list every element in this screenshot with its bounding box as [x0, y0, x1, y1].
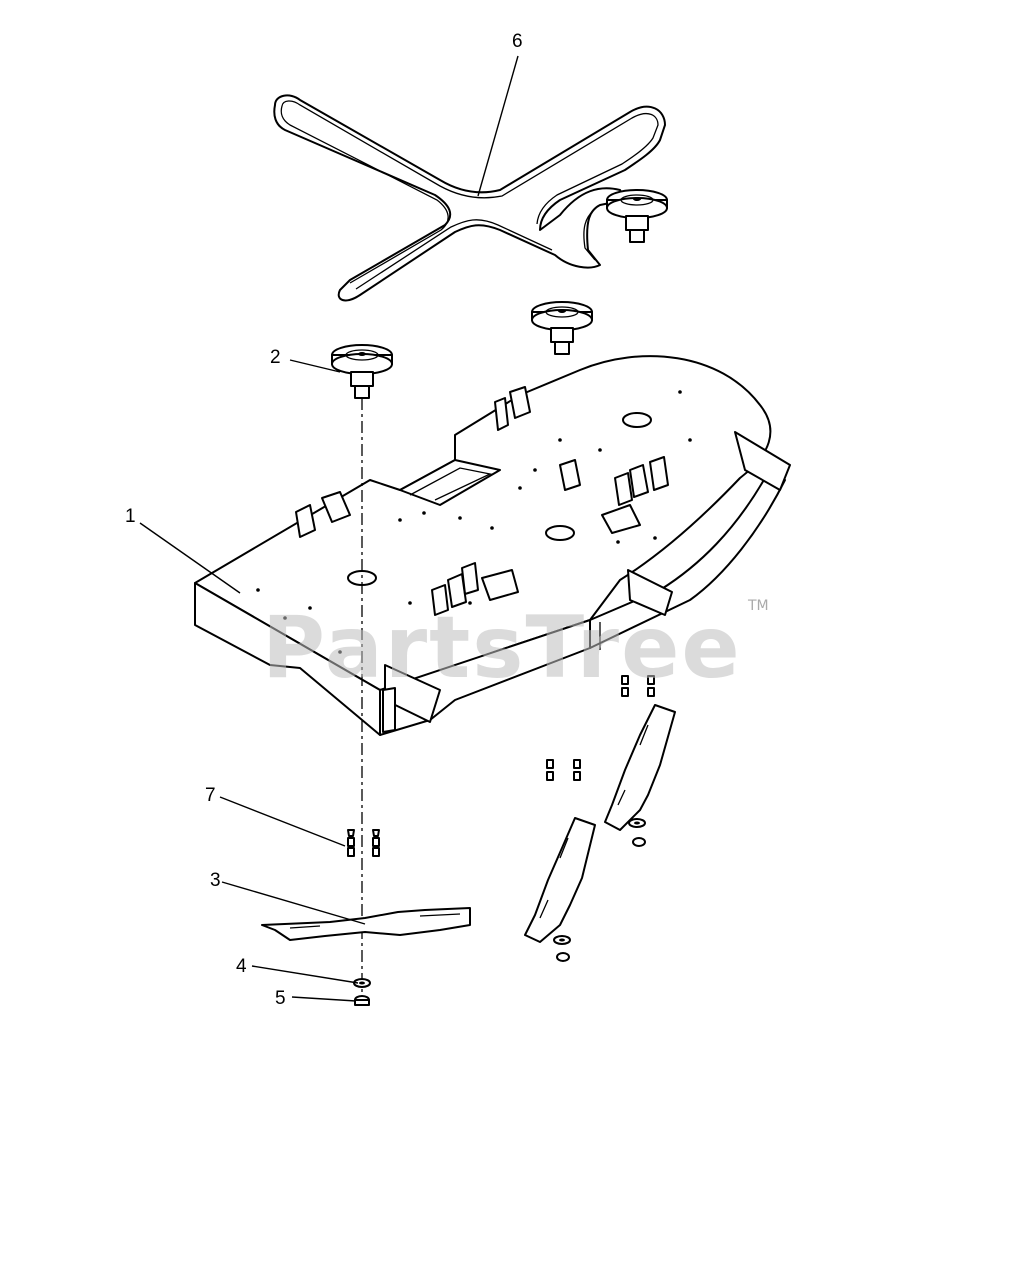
spindle-pulley-right[interactable]	[606, 189, 668, 243]
nut-left[interactable]	[354, 995, 370, 1006]
leader-5	[291, 996, 357, 1002]
leader-1	[139, 522, 241, 594]
blade-right-upper[interactable]	[604, 704, 676, 831]
callout-7: 7	[205, 785, 216, 806]
callout-1: 1	[125, 506, 136, 527]
callout-5: 5	[275, 988, 286, 1009]
leader-2	[289, 359, 341, 373]
bolts-right-lower[interactable]	[546, 759, 581, 781]
blade-left[interactable]	[261, 907, 471, 941]
washer-left[interactable]	[353, 978, 371, 988]
drive-belt[interactable]	[273, 94, 666, 302]
washer-nut-right-lower[interactable]	[553, 935, 571, 962]
mower-deck[interactable]	[194, 355, 791, 736]
blade-right-lower[interactable]	[524, 817, 596, 943]
partstree-watermark: PartsTree TM	[262, 598, 769, 698]
leader-7	[219, 796, 346, 847]
callout-6: 6	[512, 31, 523, 52]
spindle-pulley-center[interactable]	[531, 301, 593, 355]
leader-6	[477, 55, 519, 197]
bolts-right-upper[interactable]	[621, 675, 655, 697]
watermark-trademark: TM	[747, 598, 769, 614]
washer-nut-right-upper[interactable]	[628, 818, 646, 847]
watermark-text: PartsTree	[262, 598, 742, 698]
bolts-left[interactable]	[347, 829, 380, 857]
callout-2: 2	[270, 347, 281, 368]
leader-4	[251, 965, 359, 984]
spindle-pulley-left[interactable]	[331, 344, 393, 399]
leader-3	[221, 881, 366, 925]
callout-3: 3	[210, 870, 221, 891]
callout-4: 4	[236, 956, 247, 977]
